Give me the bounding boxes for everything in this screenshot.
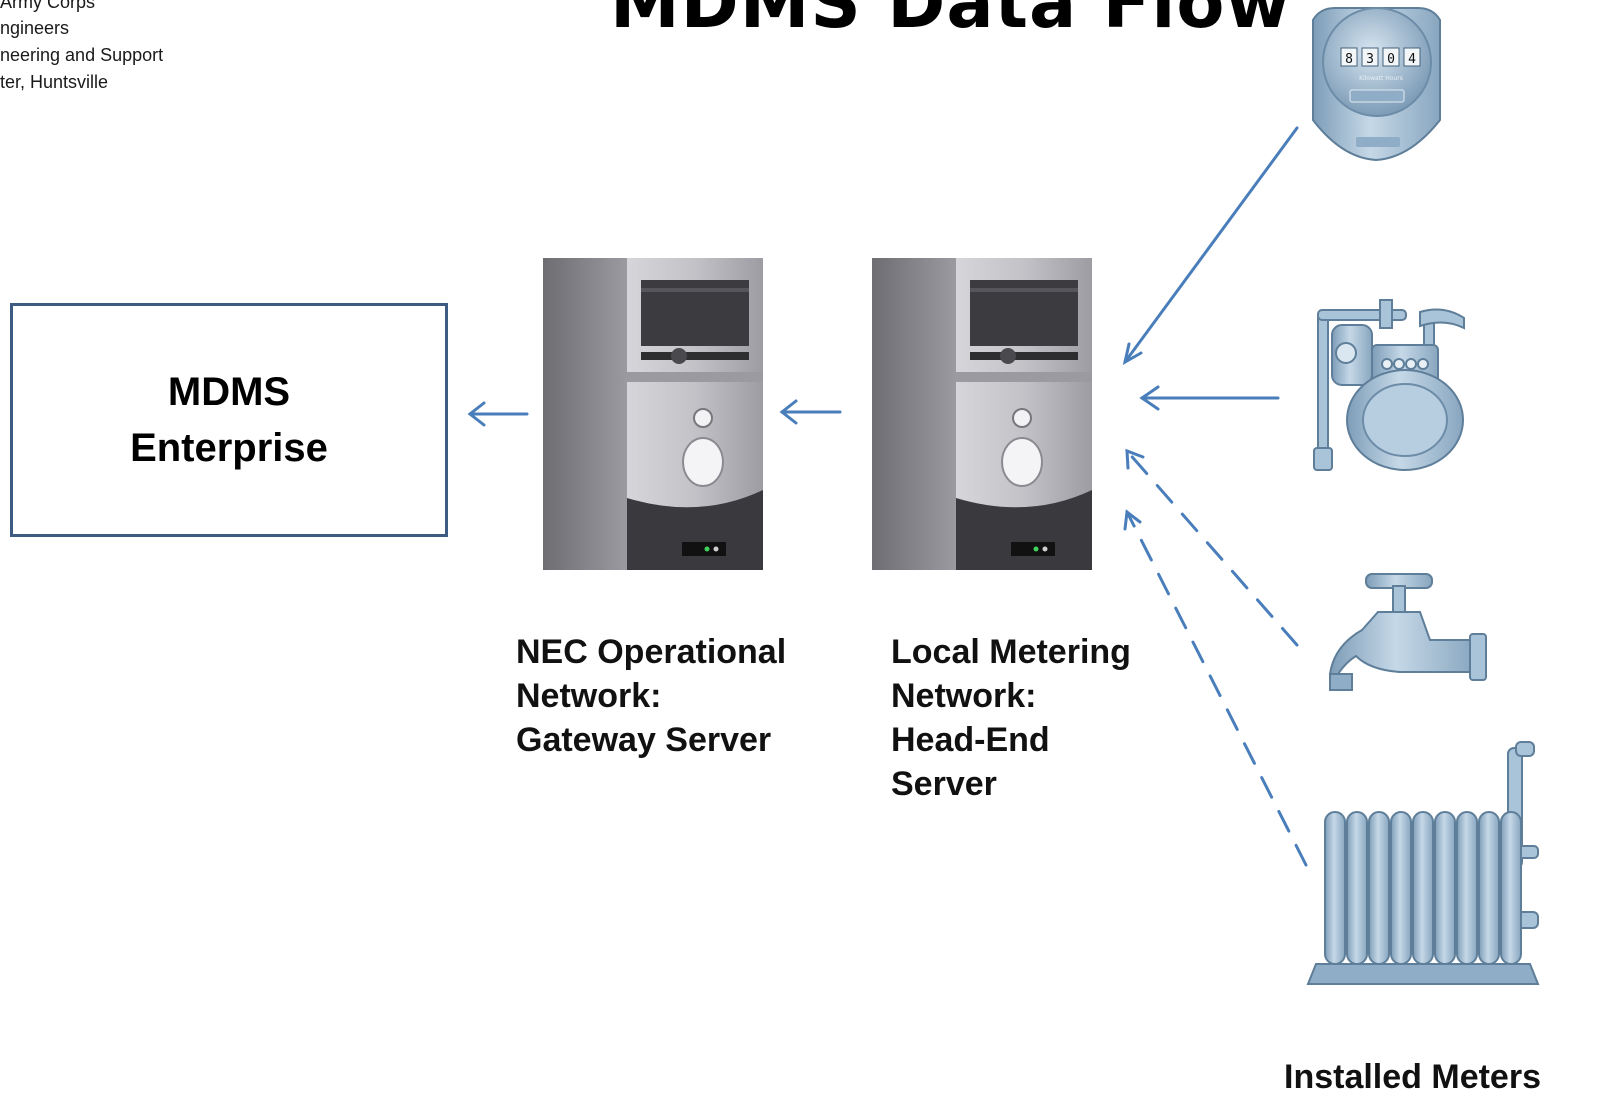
arrow-gateway-to-mdms xyxy=(467,401,529,427)
arrow-radiator-meter-dashed xyxy=(1123,509,1308,867)
water-faucet-icon xyxy=(1328,573,1487,691)
arrow-headend-to-gateway xyxy=(779,399,842,425)
head-end-label-line-1: Local Metering xyxy=(891,633,1131,671)
meter-digit-2: 3 xyxy=(1366,52,1374,67)
head-end-label-line-4: Server xyxy=(891,765,997,803)
head-end-server-icon xyxy=(872,258,1092,570)
electric-meter-icon: 8 3 0 4 Kilowatt Hours xyxy=(1312,7,1441,162)
arrow-gas-meter xyxy=(1139,385,1280,411)
mdms-enterprise-box: MDMS Enterprise xyxy=(10,303,448,537)
mdms-label-line-1: MDMS xyxy=(167,370,291,414)
meter-caption: Kilowatt Hours xyxy=(1359,75,1403,82)
meter-digit-3: 0 xyxy=(1387,52,1395,67)
meter-digit-1: 8 xyxy=(1345,52,1353,67)
installed-meters-label: Installed Meters xyxy=(1284,1058,1541,1096)
gateway-server-label: NEC Operational Network: Gateway Server xyxy=(516,630,786,762)
org-line-2: ngineers xyxy=(0,18,70,38)
head-end-label-line-2: Network: xyxy=(891,677,1037,715)
meter-digit-4: 4 xyxy=(1408,52,1416,67)
org-line-4: ter, Huntsville xyxy=(0,72,109,92)
mdms-label-line-2: Enterprise xyxy=(130,426,328,470)
gateway-label-line-3: Gateway Server xyxy=(516,721,772,759)
arrow-water-meter-dashed xyxy=(1125,448,1299,647)
org-line-1: Army Corps xyxy=(0,0,96,12)
arrow-electric-meter xyxy=(1122,126,1299,365)
gateway-label-line-1: NEC Operational xyxy=(516,633,787,671)
gateway-server-icon xyxy=(543,258,763,570)
gas-meter-icon xyxy=(1313,299,1465,471)
radiator-icon xyxy=(1306,741,1540,985)
org-line-3: neering and Support xyxy=(0,45,164,65)
page-title: MDMS Data Flow xyxy=(610,0,1292,44)
head-end-server-label: Local Metering Network: Head-End Server xyxy=(891,630,1131,806)
head-end-label-line-3: Head-End xyxy=(891,721,1050,759)
gateway-label-line-2: Network: xyxy=(516,677,662,715)
